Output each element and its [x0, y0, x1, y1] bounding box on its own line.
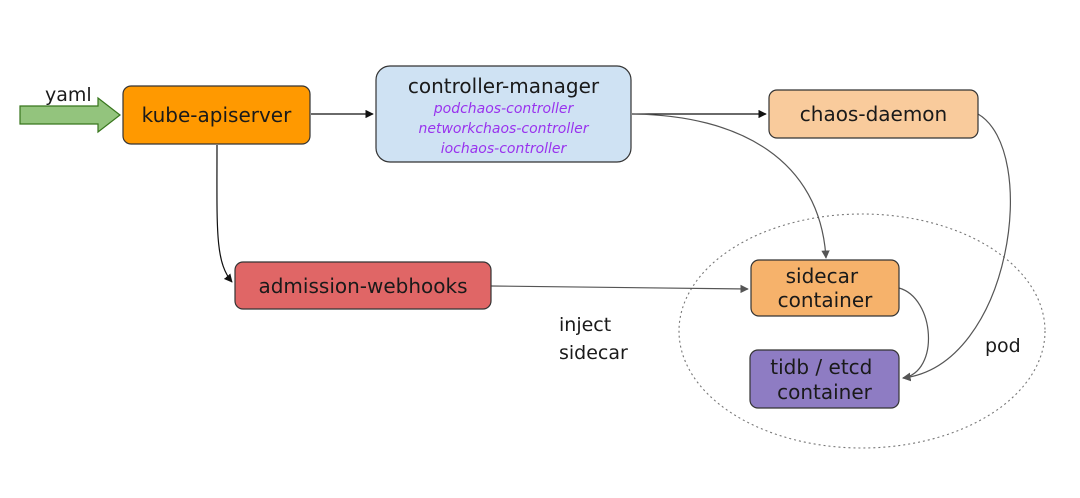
- node-kube-apiserver: kube-apiserver: [122, 85, 311, 145]
- sidecar-container-label: sidecar container: [778, 264, 874, 312]
- chaos-daemon-label: chaos-daemon: [800, 102, 947, 126]
- networkchaos-controller-label: networkchaos-controller: [418, 121, 589, 137]
- pod-label: pod: [985, 335, 1021, 357]
- admission-webhooks-label: admission-webhooks: [258, 274, 467, 298]
- pod-group-boundary: [678, 213, 1046, 449]
- tidb-container-label: tidb / etcd container: [770, 355, 878, 404]
- edge-webhooks-to-sidecar: [490, 284, 749, 294]
- edge-daemon-to-tidb: [902, 113, 1012, 382]
- inject-sidecar-label: inject sidecar: [559, 314, 628, 364]
- edge-controller-to-sidecar: [631, 113, 830, 259]
- node-chaos-daemon: chaos-daemon: [768, 89, 979, 139]
- node-admission-webhooks: admission-webhooks: [234, 261, 492, 310]
- podchaos-controller-label: podchaos-controller: [433, 101, 575, 117]
- iochaos-controller-label: iochaos-controller: [441, 141, 568, 157]
- edge-sidecar-to-tidb: [898, 287, 930, 381]
- controller-manager-label: controller-manager: [408, 74, 600, 98]
- yaml-label: yaml: [45, 84, 92, 106]
- yaml-input-arrow: [19, 96, 121, 134]
- kube-apiserver-label: kube-apiserver: [142, 103, 292, 127]
- edge-apiserver-to-webhooks: [216, 144, 233, 283]
- node-controller-manager: controller-manager podchaos-controller n…: [375, 65, 632, 163]
- node-sidecar-container: sidecar container: [750, 259, 900, 317]
- node-tidb-etcd-container: tidb / etcd container: [749, 349, 900, 409]
